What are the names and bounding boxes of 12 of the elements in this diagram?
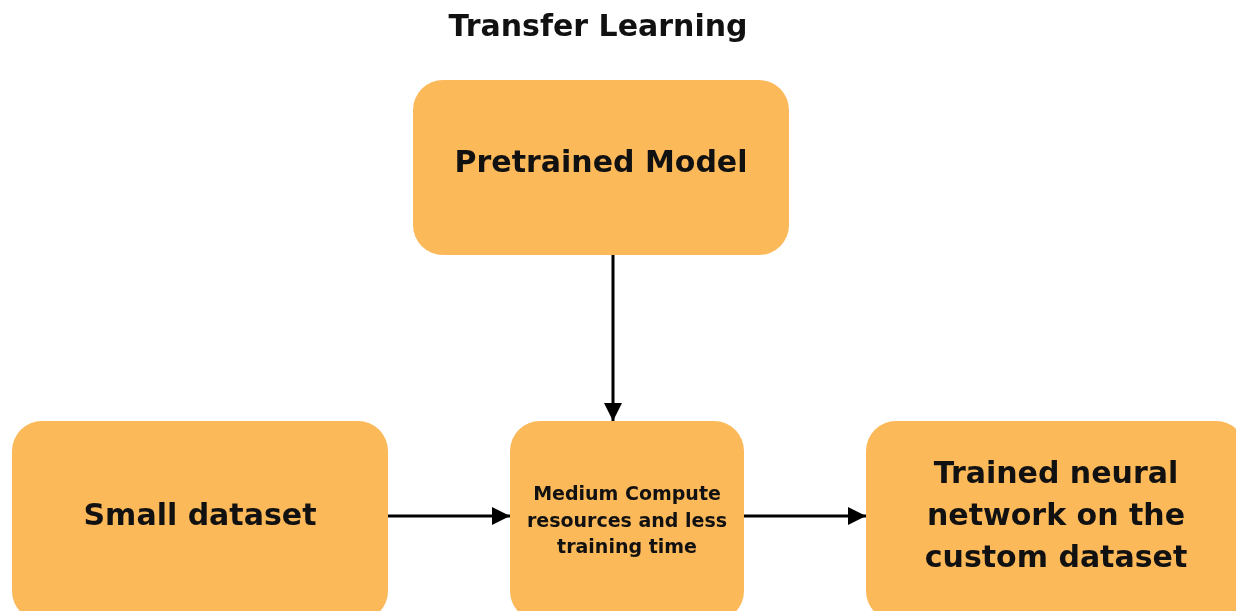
arrow bbox=[388, 507, 510, 525]
process-box bbox=[413, 80, 789, 255]
diagram-title: Transfer Learning bbox=[447, 8, 749, 43]
process-box bbox=[510, 421, 744, 611]
node-label: Small dataset bbox=[83, 496, 317, 534]
arrow bbox=[744, 507, 866, 525]
node-label: Trained neural network on the custom dataset bbox=[923, 454, 1189, 576]
node-label: Pretrained Model bbox=[454, 142, 748, 181]
arrow bbox=[604, 255, 622, 421]
process-box bbox=[866, 421, 1236, 611]
process-box bbox=[12, 421, 388, 611]
node-label: Medium Compute resources and less training time bbox=[525, 481, 729, 560]
